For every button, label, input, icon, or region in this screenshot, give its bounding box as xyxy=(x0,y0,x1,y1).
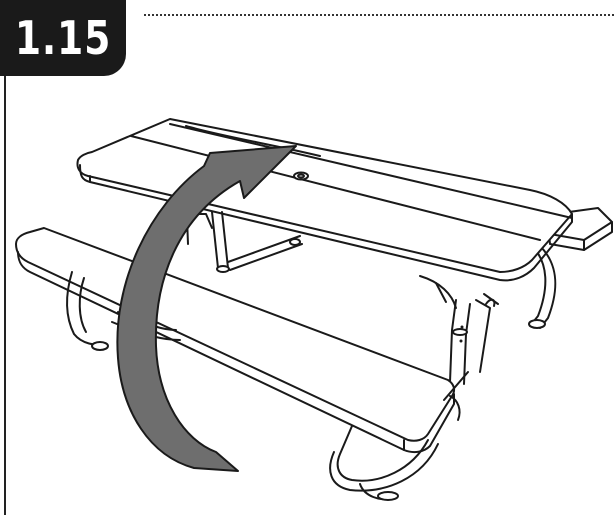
table-top xyxy=(76,118,573,309)
curved-rotate-arrow-icon xyxy=(116,145,297,472)
back-leg-frame xyxy=(175,189,557,329)
header-dotted-rule xyxy=(144,14,614,16)
step-badge xyxy=(0,0,126,76)
front-bench xyxy=(15,227,469,454)
panel-left-border xyxy=(4,76,6,515)
step-number: 1.15 xyxy=(14,11,112,65)
front-right-leg-frame xyxy=(329,293,499,501)
